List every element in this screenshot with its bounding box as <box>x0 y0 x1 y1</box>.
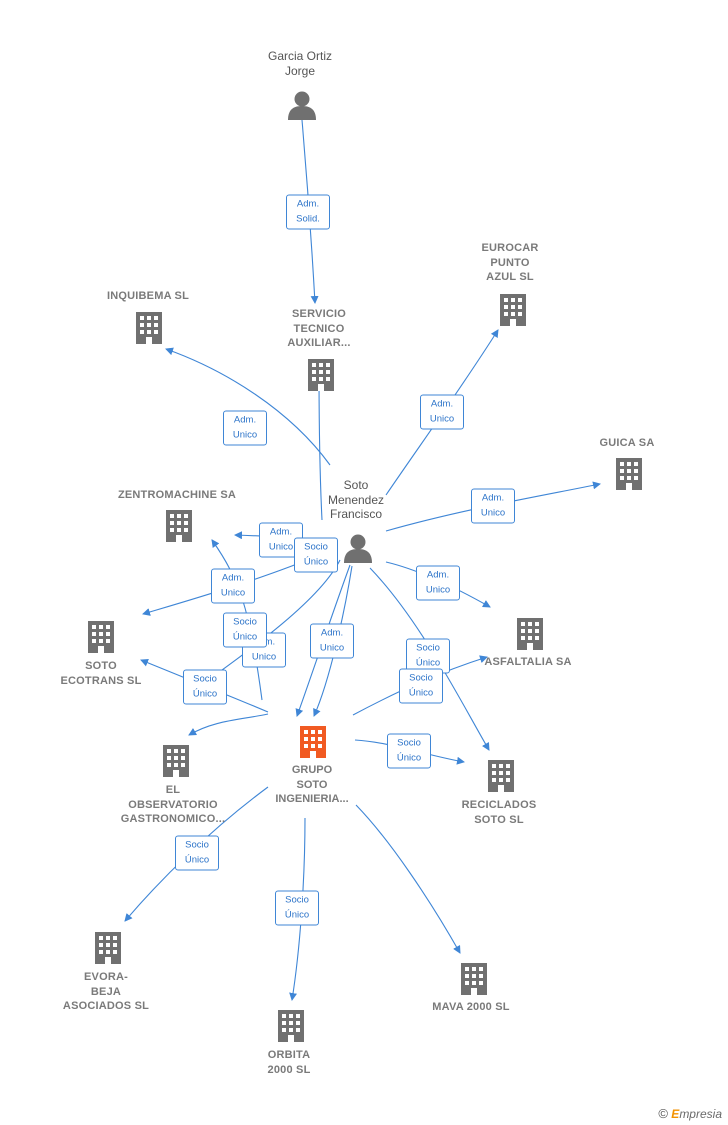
edge-label-e7: Socio Único <box>294 537 338 573</box>
node-label-grupo[interactable]: GRUPO SOTO INGENIERIA... <box>275 764 349 805</box>
edge-label-e18: Socio Único <box>399 668 443 704</box>
edge-label-e12: Adm. Unico <box>416 565 460 601</box>
building-icon[interactable] <box>166 510 192 542</box>
building-icon[interactable] <box>136 312 162 344</box>
edge-e2 <box>165 347 331 466</box>
edge-label-e5: Adm. Unico <box>471 488 515 524</box>
node-label-zentro[interactable]: ZENTROMACHINE SA <box>117 489 237 501</box>
node-label-garcia[interactable]: Garcia Ortiz Jorge <box>267 49 333 78</box>
node-label-eurocar[interactable]: EUROCAR PUNTO AZUL SL <box>481 242 539 283</box>
person-icon[interactable] <box>344 534 372 564</box>
edge-label-e2: Adm. Unico <box>223 410 267 446</box>
edge-label-e13: Socio Único <box>406 638 450 674</box>
edge-label-e15: Socio Único <box>223 612 267 648</box>
node-label-observatorio[interactable]: EL OBSERVATORIO GASTRONOMICO... <box>120 784 226 825</box>
node-label-inquibema[interactable]: INQUIBEMA SL <box>106 290 190 302</box>
edge-label-e1: Adm. Solid. <box>286 194 330 230</box>
building-icon[interactable] <box>488 760 514 792</box>
node-label-soto_mf[interactable]: Soto Menendez Francisco <box>327 478 385 521</box>
edge-label-e17: Socio Único <box>387 733 431 769</box>
edge-e21 <box>355 804 461 954</box>
node-label-mava[interactable]: MAVA 2000 SL <box>432 1001 510 1013</box>
nodes <box>88 91 642 1042</box>
building-icon[interactable] <box>500 294 526 326</box>
building-icon[interactable] <box>95 932 121 964</box>
edge-label-e11: Adm. Unico <box>310 623 354 659</box>
building-icon[interactable] <box>278 1010 304 1042</box>
building-icon[interactable] <box>517 618 543 650</box>
node-label-evora[interactable]: EVORA- BEJA ASOCIADOS SL <box>62 971 150 1012</box>
node-label-servicio[interactable]: SERVICIO TECNICO AUXILIAR... <box>287 308 351 349</box>
person-icon[interactable] <box>288 91 316 121</box>
logo-text: mpresia <box>679 1107 722 1121</box>
building-icon[interactable] <box>88 621 114 653</box>
edge-e16 <box>188 713 269 736</box>
edge-label-e19: Socio Único <box>175 835 219 871</box>
node-label-ecotrans[interactable]: SOTO ECOTRANS SL <box>60 660 142 687</box>
building-icon[interactable] <box>308 359 334 391</box>
edge-label-e14: Socio Único <box>183 669 227 705</box>
copyright-symbol: © <box>658 1106 668 1121</box>
edge-label-e20: Socio Único <box>275 890 319 926</box>
edge-label-e8: Adm. Unico <box>211 568 255 604</box>
building-icon[interactable] <box>163 745 189 777</box>
logo-mark: E <box>671 1107 680 1121</box>
empresia-logo: © Empresia <box>658 1106 722 1121</box>
focus-building-icon[interactable] <box>300 726 326 758</box>
building-icon[interactable] <box>461 963 487 995</box>
node-label-asfaltalia[interactable]: ASFALTALIA SA <box>484 656 572 668</box>
edge-label-e4: Adm. Unico <box>420 394 464 430</box>
node-label-orbita[interactable]: ORBITA 2000 SL <box>267 1049 311 1076</box>
node-label-reciclados[interactable]: RECICLADOS SOTO SL <box>461 799 537 826</box>
building-icon[interactable] <box>616 458 642 490</box>
node-label-guica[interactable]: GUICA SA <box>599 437 655 449</box>
